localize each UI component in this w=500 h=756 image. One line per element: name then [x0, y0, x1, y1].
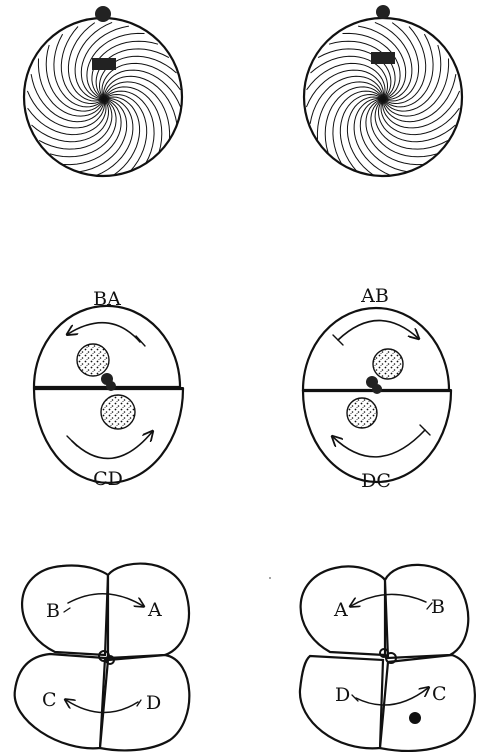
astral-ray: [103, 90, 155, 165]
nucleus-upper: [372, 348, 404, 380]
label-A: A: [147, 599, 162, 621]
spiral-rays-right: [305, 21, 461, 177]
rotation-arrow-bottom: [333, 429, 426, 458]
astral-ray: [353, 97, 392, 177]
label-DC: DC: [361, 470, 391, 492]
astral-ray: [103, 93, 148, 172]
label-A: A: [333, 599, 348, 621]
polar-body-right: [376, 5, 390, 19]
astral-ray: [49, 98, 117, 158]
astral-ray: [377, 98, 456, 143]
label-D: D: [146, 692, 161, 714]
astral-ray: [374, 21, 413, 101]
astral-ray: [380, 98, 460, 136]
two-cell-left: BA CD: [32, 288, 185, 490]
label-AB: AB: [360, 285, 389, 307]
astral-ray: [103, 75, 178, 125]
astral-ray: [95, 97, 134, 177]
astral-ray: [382, 22, 420, 102]
astral-ray: [370, 98, 438, 158]
label-B: B: [46, 600, 60, 622]
astral-ray: [382, 26, 427, 105]
astral-ray: [324, 86, 384, 154]
polar-lobe-dot: [409, 712, 421, 724]
astral-ray: [382, 73, 457, 123]
astral-ray: [359, 98, 409, 173]
astral-ray: [26, 90, 106, 129]
astral-ray: [342, 32, 401, 100]
astral-ray: [60, 26, 105, 105]
astral-ray: [102, 69, 182, 108]
astral-ray: [381, 90, 461, 129]
astral-ray: [305, 69, 385, 108]
astral-ray: [382, 58, 450, 117]
rotation-arrow-top: [337, 319, 418, 340]
label-BA: BA: [93, 288, 121, 310]
zygote-right: [302, 5, 464, 178]
astral-ray: [103, 81, 171, 140]
chromatin-left: [92, 58, 116, 70]
astral-ray: [316, 81, 384, 140]
astral-ray: [306, 62, 386, 100]
astral-ray: [45, 44, 105, 112]
astral-ray: [80, 25, 130, 100]
label-C: C: [42, 689, 57, 711]
polar-body-left: [95, 6, 111, 22]
label-D: D: [335, 684, 350, 706]
astral-ray: [339, 93, 384, 172]
astral-ray: [374, 98, 449, 150]
astral-ray: [346, 96, 384, 176]
astral-ray: [382, 44, 442, 112]
astral-ray: [103, 96, 141, 176]
four-cell-right: A B D C: [298, 563, 476, 753]
two-cell-right: AB DC: [301, 285, 453, 492]
astral-ray: [74, 21, 113, 101]
astral-ray: [27, 98, 107, 136]
astral-ray: [309, 75, 384, 125]
astral-ray: [101, 62, 181, 100]
astral-ray: [53, 33, 105, 108]
rotation-arrow-bottom: [71, 432, 152, 460]
zygote-left: [22, 6, 184, 178]
rotation-arrow-top: [68, 322, 141, 343]
spiral-rays-left: [26, 21, 182, 177]
astral-ray: [86, 32, 145, 100]
astral-ray: [37, 58, 105, 117]
label-B: B: [431, 596, 445, 618]
astral-ray: [63, 98, 122, 166]
nucleus-lower: [346, 397, 378, 429]
label-C: C: [432, 683, 447, 705]
astral-ray: [103, 86, 163, 154]
astral-ray: [38, 98, 113, 150]
astral-ray: [78, 98, 128, 173]
chromatin-right: [371, 52, 395, 64]
astral-ray: [382, 33, 434, 108]
astral-ray: [31, 98, 110, 143]
nucleus-upper: [76, 343, 110, 377]
label-CD: CD: [93, 468, 123, 490]
astral-ray: [332, 90, 384, 165]
astral-ray: [67, 22, 105, 102]
astral-ray: [30, 73, 105, 123]
four-cell-left: B A C D: [13, 562, 191, 752]
astral-ray: [365, 98, 424, 166]
astral-ray: [357, 25, 407, 100]
nucleus-lower: [100, 394, 136, 430]
